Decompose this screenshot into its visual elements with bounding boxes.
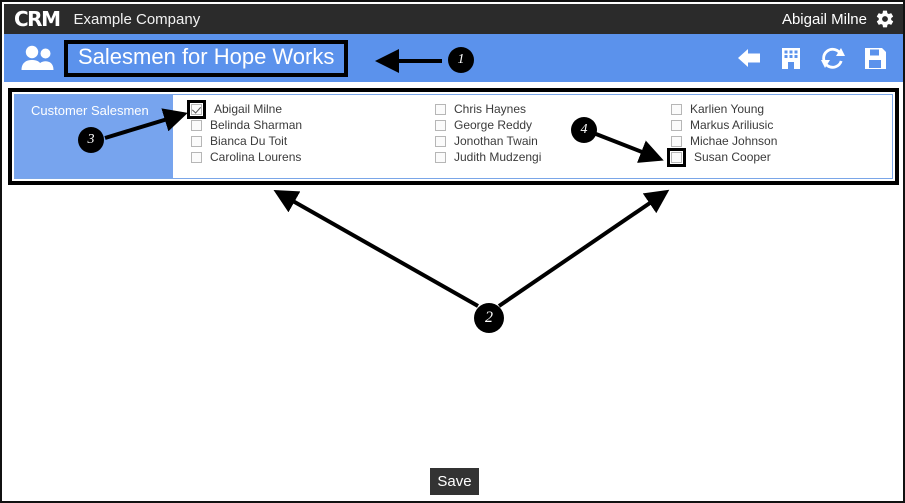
page-title: Salesmen for Hope Works: [78, 44, 335, 69]
list-item[interactable]: Chris Haynes: [435, 101, 657, 117]
salesman-label: Carolina Lourens: [210, 150, 302, 164]
list-item[interactable]: George Reddy: [435, 117, 657, 133]
salesman-label: Abigail Milne: [214, 102, 283, 116]
salesmen-column-1: Abigail Milne Belinda Sharman Bianca Du …: [173, 99, 421, 178]
salesman-label: George Reddy: [454, 118, 533, 132]
checkbox-highlight-box: [187, 99, 206, 119]
list-item[interactable]: Bianca Du Toit: [191, 133, 421, 149]
salesman-checkbox[interactable]: [191, 119, 202, 131]
salesman-label: Susan Cooper: [694, 150, 771, 164]
salesman-checkbox[interactable]: [435, 119, 446, 131]
list-item[interactable]: Markus Ariliusic: [671, 117, 897, 133]
salesman-label: Bianca Du Toit: [210, 134, 288, 148]
annotation-marker-3: 3: [78, 127, 104, 153]
annotation-arrow-2-left: [273, 190, 479, 308]
list-item[interactable]: Judith Mudzengi: [435, 149, 657, 165]
customer-salesmen-panel: Customer Salesmen Abigail Milne Belinda …: [14, 94, 893, 179]
salesman-label: Chris Haynes: [454, 102, 527, 116]
salesman-checkbox[interactable]: [435, 151, 446, 163]
salesman-label: Jonothan Twain: [454, 134, 538, 148]
save-button[interactable]: Save: [430, 468, 479, 495]
salesman-label: Markus Ariliusic: [690, 118, 774, 132]
refresh-icon[interactable]: [819, 44, 847, 72]
page-toolbar: Salesmen for Hope Works: [4, 34, 903, 82]
salesman-checkbox[interactable]: [191, 135, 202, 147]
crm-logo: CRM: [14, 7, 61, 31]
people-icon: [18, 43, 56, 73]
list-item[interactable]: Jonothan Twain: [435, 133, 657, 149]
annotation-marker-1: 1: [448, 47, 474, 73]
salesman-label: Michae Johnson: [690, 134, 778, 148]
salesman-label: Belinda Sharman: [210, 118, 303, 132]
salesman-checkbox[interactable]: [191, 103, 202, 115]
list-item[interactable]: Michae Johnson: [671, 133, 897, 149]
list-item[interactable]: Susan Cooper: [667, 147, 897, 167]
toolbar-icon-group: [735, 44, 889, 72]
list-item[interactable]: Carolina Lourens: [191, 149, 421, 165]
app-header: CRM Example Company Abigail Milne: [4, 4, 903, 34]
annotation-arrow-2-right: [497, 189, 670, 308]
header-right-group: Abigail Milne: [782, 9, 895, 29]
building-icon[interactable]: [777, 44, 805, 72]
checkbox-highlight-box: [667, 147, 686, 167]
current-user-name: Abigail Milne: [781, 10, 867, 28]
list-item[interactable]: Karlien Young: [671, 101, 897, 117]
list-item[interactable]: Abigail Milne: [187, 99, 421, 119]
salesman-checkbox[interactable]: [435, 103, 446, 115]
salesman-checkbox[interactable]: [671, 151, 682, 163]
page-title-highlight-box: Salesmen for Hope Works: [64, 39, 349, 77]
salesman-checkbox[interactable]: [671, 119, 682, 131]
salesman-label: Judith Mudzengi: [454, 150, 542, 164]
salesman-checkbox[interactable]: [671, 103, 682, 115]
salesmen-column-3: Karlien Young Markus Ariliusic Michae Jo…: [657, 101, 897, 178]
annotation-marker-4: 4: [571, 117, 597, 143]
salesman-checkbox[interactable]: [671, 135, 682, 147]
annotation-marker-2: 2: [474, 303, 504, 333]
gear-icon[interactable]: [875, 9, 895, 29]
salesmen-column-2: Chris Haynes George Reddy Jonothan Twain…: [421, 101, 657, 178]
salesmen-columns: Abigail Milne Belinda Sharman Bianca Du …: [173, 95, 897, 178]
company-name: Example Company: [73, 10, 201, 28]
salesman-checkbox[interactable]: [191, 151, 202, 163]
salesman-label: Karlien Young: [690, 102, 765, 116]
salesmen-panel-highlight-frame: Customer Salesmen Abigail Milne Belinda …: [8, 88, 899, 185]
save-disk-icon[interactable]: [861, 44, 889, 72]
back-arrow-icon[interactable]: [735, 44, 763, 72]
salesman-checkbox[interactable]: [435, 135, 446, 147]
list-item[interactable]: Belinda Sharman: [191, 117, 421, 133]
